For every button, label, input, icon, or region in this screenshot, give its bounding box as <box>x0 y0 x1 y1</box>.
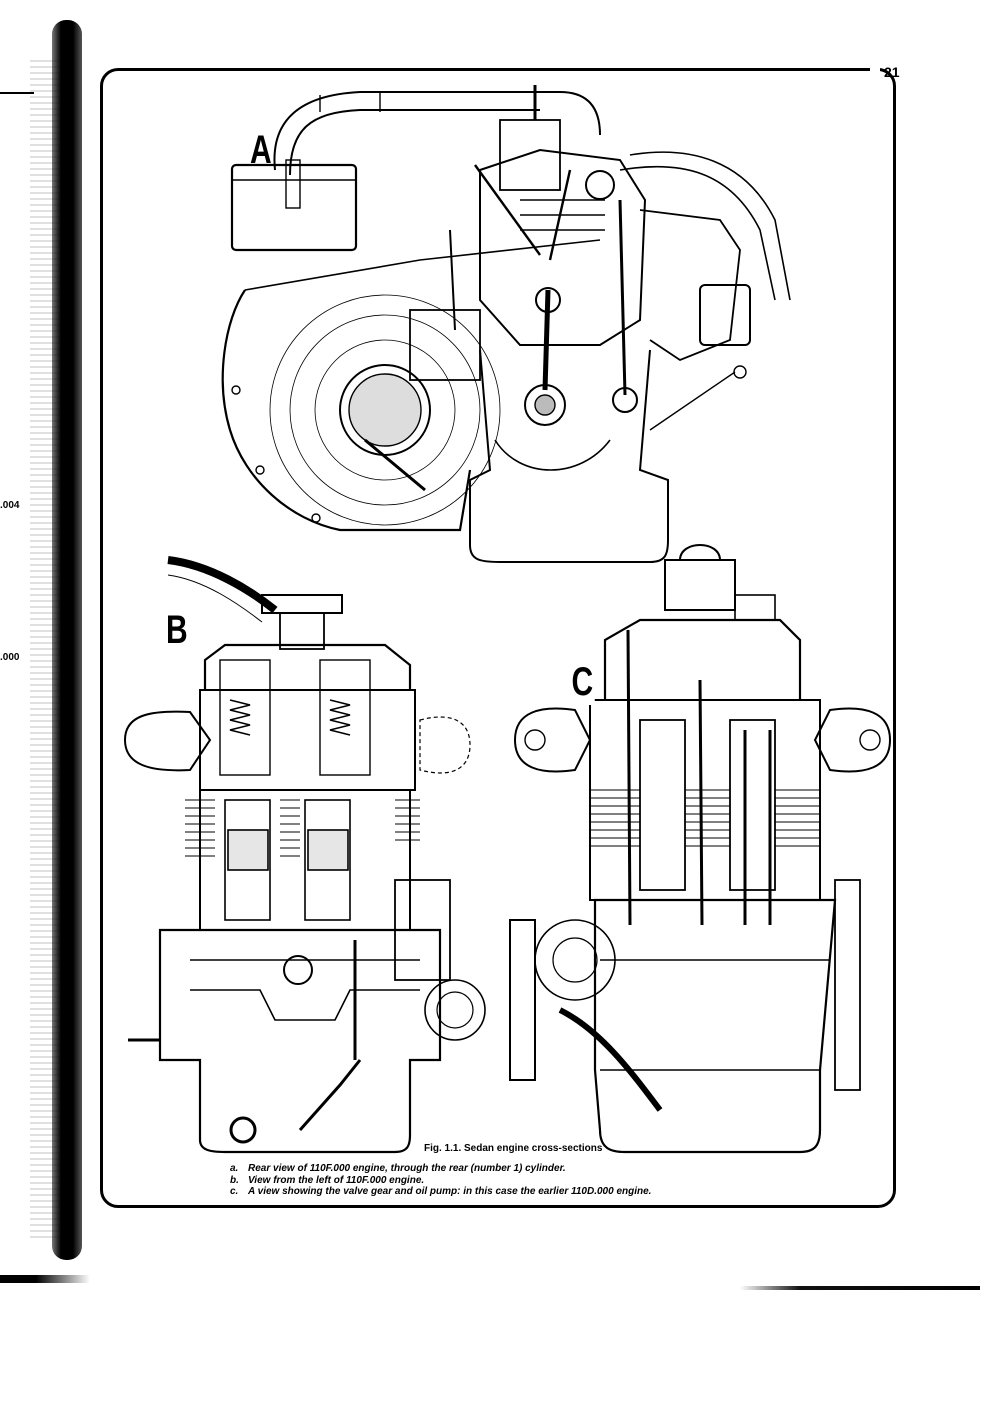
caption-item-c: c. A view showing the valve gear and oil… <box>230 1186 651 1198</box>
caption-text: A view showing the valve gear and oil pu… <box>248 1186 652 1197</box>
caption-item-a: a. Rear view of 110F.000 engine, through… <box>230 1163 651 1175</box>
previous-page-fragment-2: .000 <box>0 652 20 663</box>
frame-gap <box>870 64 880 74</box>
caption-key: a. <box>230 1163 239 1174</box>
caption-key: c. <box>230 1186 239 1197</box>
engine-drawing-b <box>123 556 486 1154</box>
engine-drawing-a <box>221 85 791 563</box>
previous-page-rule <box>0 92 34 94</box>
figure-title: Fig. 1.1. Sedan engine cross-sections <box>424 1143 603 1154</box>
caption-text: Rear view of 110F.000 engine, through th… <box>248 1163 566 1174</box>
scan-smudge-right <box>740 1286 980 1290</box>
figure-frame <box>100 68 896 1208</box>
figure-label-b: B <box>166 608 188 652</box>
caption-key: b. <box>230 1174 239 1186</box>
figure-captions: a. Rear view of 110F.000 engine, through… <box>230 1163 651 1198</box>
figure-label-a: A <box>250 128 272 172</box>
binding-shadow <box>52 20 82 1260</box>
caption-item-b: b. View from the left of 110F.000 engine… <box>230 1175 651 1187</box>
engine-drawing-c <box>509 544 892 1154</box>
caption-text: View from the left of 110F.000 engine. <box>248 1174 425 1186</box>
figure-label-c: C <box>570 660 595 705</box>
scan-smudge-left <box>0 1275 90 1283</box>
previous-page-fragment-1: .004 <box>0 500 20 511</box>
scan-noise <box>30 60 60 1240</box>
